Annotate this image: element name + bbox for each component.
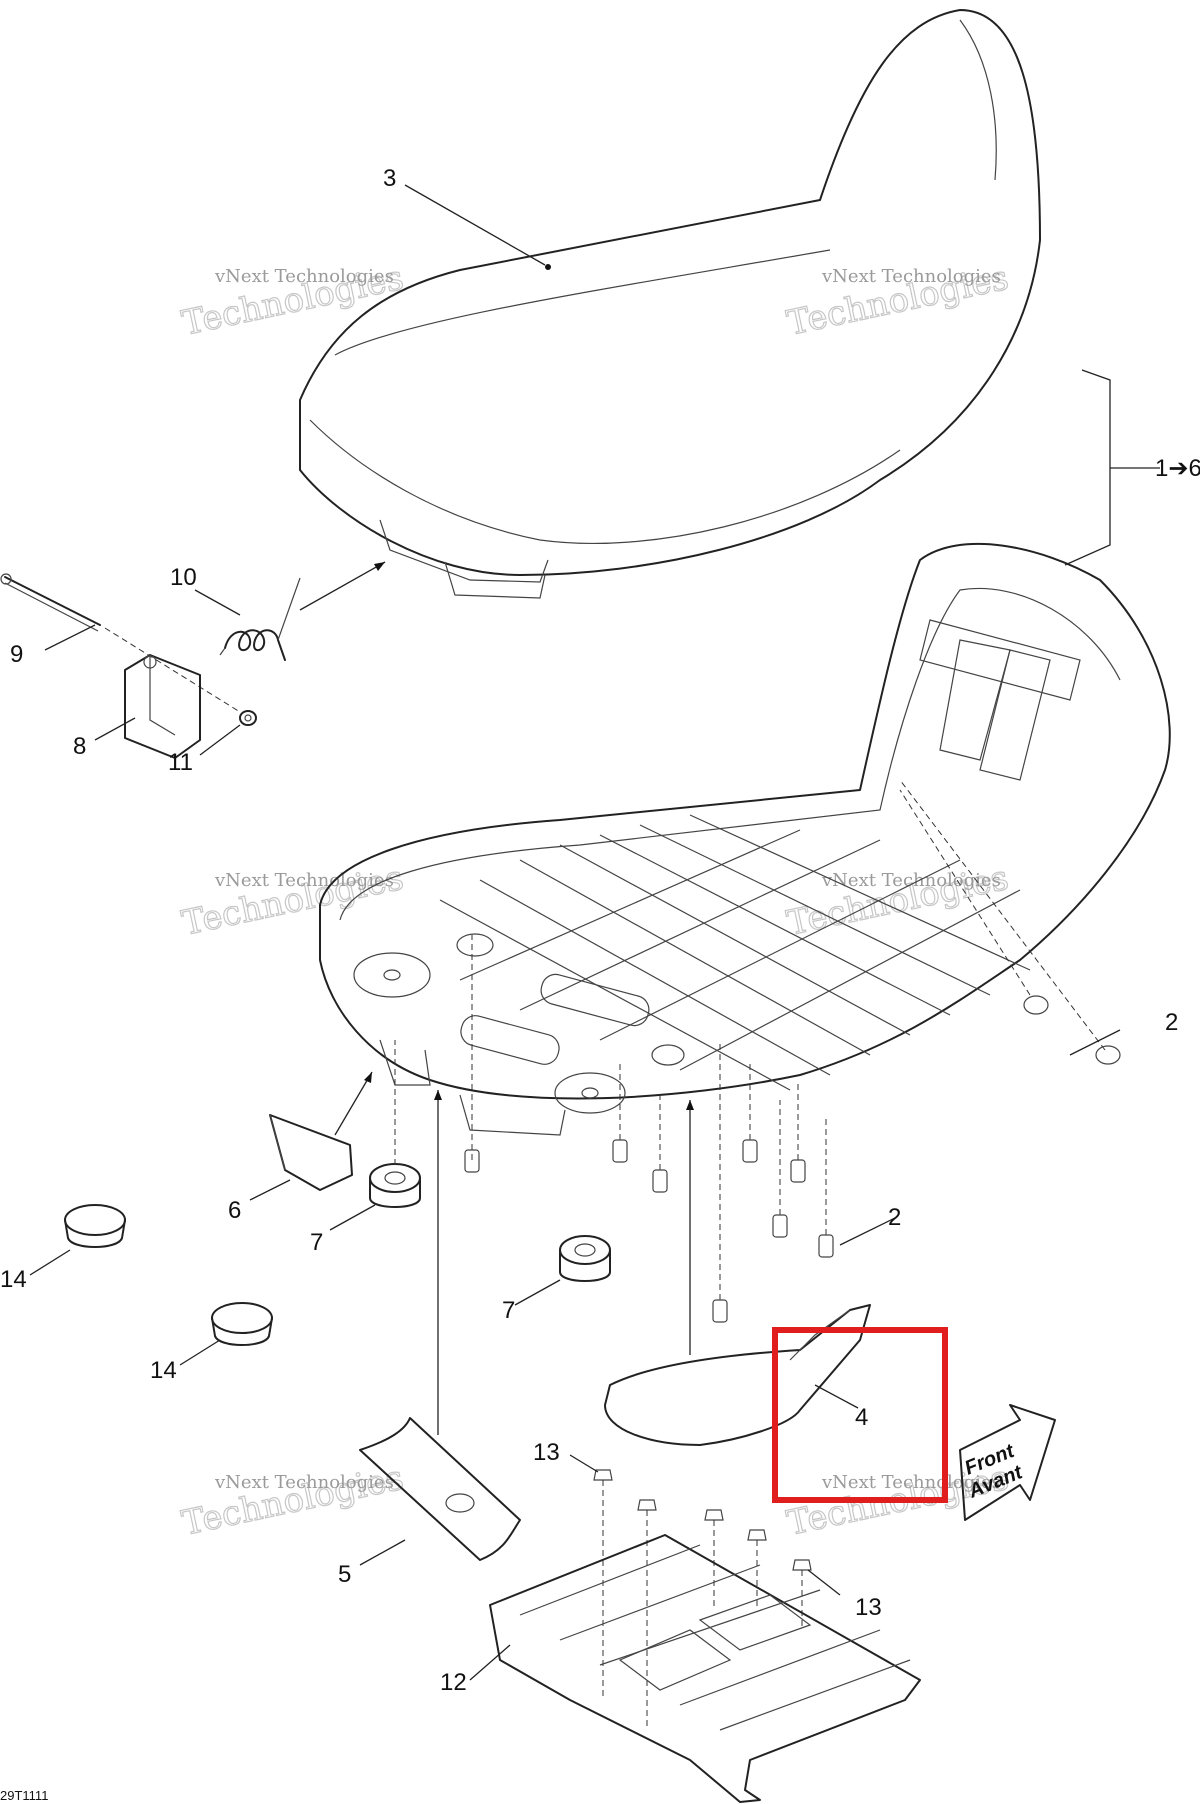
plug-part-14a	[64, 1204, 126, 1248]
svg-text:vNext Technologies: vNext Technologies	[214, 1472, 394, 1493]
bracket-part-8	[124, 654, 201, 759]
callout-10: 10	[170, 564, 197, 591]
callout-12: 12	[440, 1669, 467, 1696]
screws-part-2	[464, 779, 1121, 1323]
svg-text:Technologies: Technologies	[179, 1458, 407, 1544]
watermark-1: Technologies vNext Technologies	[178, 257, 408, 344]
callout-13-lower: 13	[855, 1594, 882, 1621]
callout-14-right: 14	[150, 1357, 177, 1384]
callout-3: 3	[383, 165, 396, 192]
washer-part-11	[239, 710, 257, 726]
bolts-part-13	[593, 1469, 812, 1730]
pin-part-9	[0, 573, 241, 713]
callout-6: 6	[228, 1197, 241, 1224]
svg-text:vNext Technologies: vNext Technologies	[821, 266, 1001, 287]
svg-text:vNext Technologies: vNext Technologies	[821, 1472, 1001, 1493]
svg-text:vNext Technologies: vNext Technologies	[214, 266, 394, 287]
callout-8: 8	[73, 733, 86, 760]
svg-text:vNext Technologies: vNext Technologies	[214, 870, 394, 891]
watermark-3: Technologies vNext Technologies	[178, 857, 408, 944]
callout-labels: 3 1➔6 10 9 8 11 2 2 6 7 7 14 14 4 13 13 …	[0, 165, 1200, 1696]
pad-part-4	[604, 1100, 871, 1446]
callout-4: 4	[855, 1404, 868, 1431]
callout-2-upper: 2	[1165, 1009, 1178, 1036]
bumper-part-6	[269, 1071, 373, 1191]
callout-1-to-6: 1➔6	[1155, 455, 1200, 482]
nut-part-7a	[369, 1040, 421, 1208]
highlight-box-part-4	[772, 1327, 948, 1503]
spring-part-10	[219, 577, 301, 661]
callout-11: 11	[168, 749, 193, 776]
skid-plate-part-12	[489, 1534, 921, 1803]
callout-7-left: 7	[310, 1229, 323, 1256]
callout-7-right: 7	[502, 1297, 515, 1324]
callout-9: 9	[10, 641, 23, 668]
seat-cover-part-3	[299, 9, 1041, 599]
callout-2-lower: 2	[888, 1204, 901, 1231]
assembly-arrow-spring	[299, 561, 386, 611]
callout-5: 5	[338, 1561, 351, 1588]
panel-part-5	[359, 1090, 521, 1561]
callout-13-upper: 13	[533, 1439, 560, 1466]
nut-part-7b	[559, 1235, 611, 1282]
watermark-5: Technologies vNext Technologies	[178, 1457, 408, 1544]
plug-part-14b	[211, 1302, 273, 1346]
watermark-2: Technologies vNext Technologies	[783, 257, 1013, 344]
leader-lines	[29, 184, 1121, 1681]
svg-text:vNext Technologies: vNext Technologies	[821, 870, 1001, 891]
assembly-bracket	[1064, 369, 1160, 566]
seat-base	[319, 543, 1171, 1136]
callout-14-left: 14	[0, 1266, 27, 1293]
figure-reference-code: 29T1111	[0, 1788, 48, 1803]
